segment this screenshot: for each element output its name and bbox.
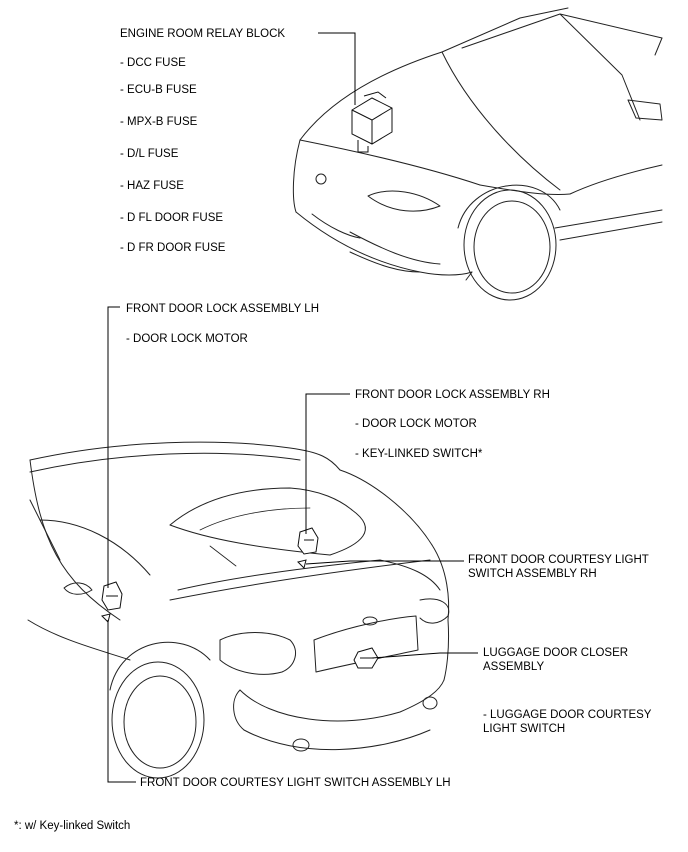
engine-room-item: - DCC FUSE [120, 57, 186, 69]
luggage-closer-line: LUGGAGE DOOR CLOSER [483, 647, 628, 659]
courtesy-lh-title: FRONT DOOR COURTESY LIGHT SWITCH ASSEMBL… [140, 777, 451, 789]
luggage-courtesy-line: LIGHT SWITCH [483, 723, 565, 735]
luggage-door-closer-part [353, 647, 379, 669]
engine-room-relay-block-part [351, 91, 393, 153]
courtesy-rh-line: SWITCH ASSEMBLY RH [468, 568, 597, 580]
engine-room-item: - MPX-B FUSE [120, 116, 198, 128]
engine-room-item: - D FR DOOR FUSE [120, 242, 226, 254]
luggage-courtesy-line: - LUGGAGE DOOR COURTESY [483, 709, 652, 721]
footnote: *: w/ Key-linked Switch [14, 820, 130, 832]
rear-car-illustration [27, 441, 450, 779]
front-car-illustration [292, 7, 663, 301]
engine-room-callout: ENGINE ROOM RELAY BLOCK - DCC FUSE - ECU… [120, 28, 285, 254]
luggage-closer-callout: LUGGAGE DOOR CLOSER ASSEMBLY [483, 647, 628, 673]
engine-room-item: - D/L FUSE [120, 148, 179, 160]
front-door-rh-item: - KEY-LINKED SWITCH* [355, 448, 483, 460]
engine-room-item: - D FL DOOR FUSE [120, 212, 223, 224]
front-door-courtesy-lh-part [101, 613, 111, 623]
courtesy-rh-line: FRONT DOOR COURTESY LIGHT [468, 554, 649, 566]
front-door-lh-item: - DOOR LOCK MOTOR [126, 333, 248, 345]
front-door-rh-item: - DOOR LOCK MOTOR [355, 418, 477, 430]
front-door-lock-lh-part [101, 581, 123, 611]
luggage-courtesy-callout: - LUGGAGE DOOR COURTESY LIGHT SWITCH [483, 709, 652, 735]
front-door-rh-callout: FRONT DOOR LOCK ASSEMBLY RH - DOOR LOCK … [355, 389, 550, 460]
courtesy-lh-callout: FRONT DOOR COURTESY LIGHT SWITCH ASSEMBL… [140, 777, 451, 789]
engine-room-item: - HAZ FUSE [120, 180, 184, 192]
luggage-closer-line: ASSEMBLY [483, 661, 544, 673]
front-door-rh-title: FRONT DOOR LOCK ASSEMBLY RH [355, 389, 550, 401]
courtesy-rh-callout: FRONT DOOR COURTESY LIGHT SWITCH ASSEMBL… [468, 554, 649, 580]
engine-room-item: - ECU-B FUSE [120, 84, 197, 96]
front-door-lock-rh-part [297, 527, 319, 555]
front-door-lh-callout: FRONT DOOR LOCK ASSEMBLY LH - DOOR LOCK … [126, 303, 319, 345]
leader-lines [107, 32, 478, 783]
engine-room-title: ENGINE ROOM RELAY BLOCK [120, 28, 285, 40]
front-door-courtesy-rh-part [297, 559, 307, 569]
front-door-lh-title: FRONT DOOR LOCK ASSEMBLY LH [126, 303, 319, 315]
